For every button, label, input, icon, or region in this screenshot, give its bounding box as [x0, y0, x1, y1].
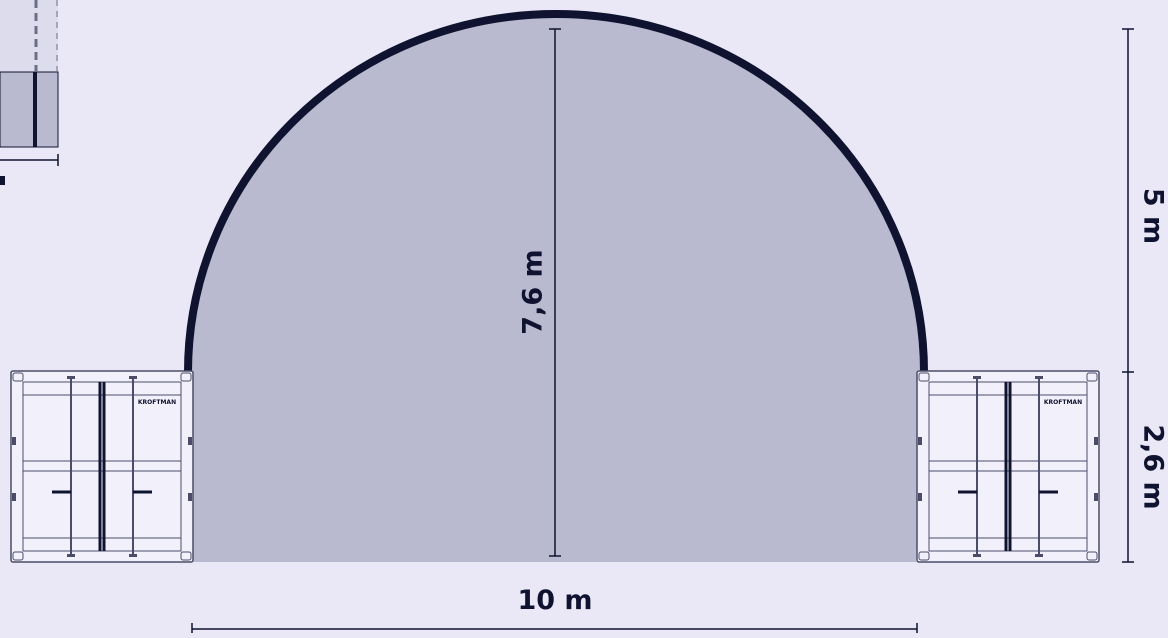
right-container-lock-cap-3 — [973, 554, 981, 557]
dome-height-label: 5 m — [1138, 188, 1168, 244]
left-container: KROFTMAN — [11, 371, 193, 562]
left-container-hinge-3 — [188, 437, 192, 445]
left-container-lock-cap-1 — [67, 376, 75, 379]
right-container-hinge-3 — [1094, 437, 1098, 445]
left-container-hinge-2 — [12, 493, 16, 501]
left-container-lock-cap-4 — [129, 554, 137, 557]
side-view-label-fragment — [0, 176, 5, 185]
right-container-lock-cap-4 — [1035, 554, 1043, 557]
left-container-lock-cap-2 — [129, 376, 137, 379]
side-view-lower-panel — [0, 72, 58, 147]
left-container-brand: KROFTMAN — [138, 399, 176, 406]
right-container: KROFTMAN — [917, 371, 1099, 562]
right-container-hinge-4 — [1094, 493, 1098, 501]
left-container-hinge-1 — [12, 437, 16, 445]
inner-height-label: 7,6 m — [518, 249, 549, 334]
right-container-hinge-1 — [918, 437, 922, 445]
width-label: 10 m — [517, 585, 592, 616]
right-container-hinge-2 — [918, 493, 922, 501]
right-container-lock-cap-1 — [973, 376, 981, 379]
left-container-hinge-4 — [188, 493, 192, 501]
left-container-lock-cap-3 — [67, 554, 75, 557]
container-height-label: 2,6 m — [1138, 424, 1168, 509]
side-view-upper-panel — [0, 0, 58, 72]
right-container-lock-cap-2 — [1035, 376, 1043, 379]
right-container-brand: KROFTMAN — [1044, 399, 1082, 406]
